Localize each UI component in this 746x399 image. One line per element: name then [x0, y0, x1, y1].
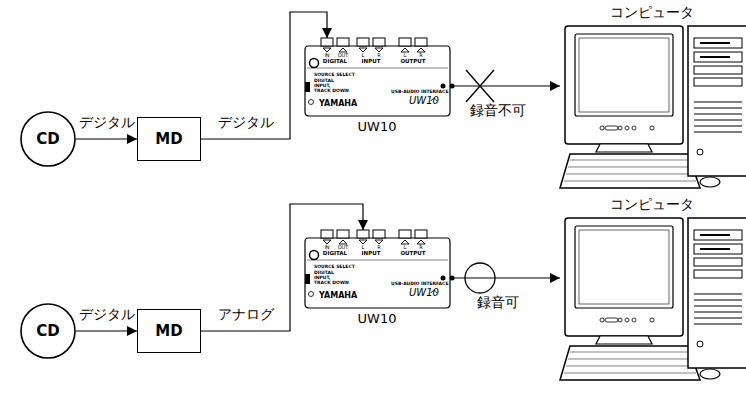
panel-label: UW10	[409, 96, 439, 106]
node-label: MD	[155, 324, 182, 339]
panel-label: OUT	[338, 245, 349, 250]
panel-label: TRACK DOWN	[314, 281, 349, 286]
node-heading: コンピュータ	[610, 5, 694, 19]
edge-label: アナログ	[216, 307, 276, 322]
audio-interface: UW10 IN OUT L R L R DIGITAL INPUT OUTPUT SOURCE SE…	[305, 38, 450, 116]
panel-label: YAMAHA	[319, 292, 357, 300]
signal-arrow	[450, 85, 560, 86]
computer-illustration	[560, 194, 746, 386]
panel-label: USB-AUDIO INTERFACE	[391, 90, 448, 95]
panel-label: R	[419, 53, 422, 58]
panel-label: L	[404, 53, 407, 58]
audio-interface: UW10 IN OUT L R L R DIGITAL INPUT OUTPUT SOURCE SE…	[305, 230, 450, 308]
computer-illustration	[560, 2, 746, 194]
panel-label: L	[404, 245, 407, 250]
edge-label: デジタル	[77, 307, 137, 322]
panel-label: UW10	[409, 288, 439, 298]
signal-arrow	[450, 277, 560, 278]
computer: コンピュータ	[560, 2, 746, 194]
panel-label: INPUT,	[314, 84, 331, 89]
panel-label: DIGITAL	[314, 271, 334, 276]
md-box: MD	[137, 309, 201, 353]
panel-label: DIGITAL	[323, 251, 347, 257]
panel-label: OUTPUT	[400, 59, 425, 65]
signal-arrow	[201, 204, 363, 331]
node-label: CD	[36, 324, 59, 339]
panel-label: TRACK DOWN	[314, 89, 349, 94]
edge-label: 録音可	[475, 295, 521, 310]
panel-label: OUTPUT	[400, 251, 425, 257]
panel-label: USB-AUDIO INTERFACE	[391, 282, 448, 287]
device-name: UW10	[358, 120, 397, 133]
panel-label: SOURCE SELECT	[314, 73, 355, 78]
edge-label: 録音不可	[468, 103, 528, 118]
device-name: UW10	[358, 312, 397, 325]
node-label: CD	[36, 132, 59, 147]
node-heading: コンピュータ	[610, 197, 694, 211]
panel-label: DIGITAL	[314, 79, 334, 84]
cd-circle: CD	[20, 111, 76, 167]
panel-label: L	[362, 53, 365, 58]
panel-label: R	[377, 53, 380, 58]
panel-label: R	[377, 245, 380, 250]
panel-label: INPUT	[362, 59, 381, 65]
panel-label: OUT	[338, 53, 349, 58]
panel-label: SOURCE SELECT	[314, 265, 355, 270]
edge-label: デジタル	[77, 115, 137, 130]
panel-label: YAMAHA	[319, 100, 357, 108]
panel-label: L	[362, 245, 365, 250]
panel-label: DIGITAL	[323, 59, 347, 65]
node-label: MD	[155, 132, 182, 147]
computer: コンピュータ	[560, 194, 746, 386]
signal-arrow	[76, 138, 137, 139]
panel-label: R	[419, 245, 422, 250]
panel-label: IN	[324, 53, 329, 58]
signal-arrow	[76, 330, 137, 331]
panel-label: INPUT,	[314, 276, 331, 281]
panel-label: IN	[324, 245, 329, 250]
cd-circle: CD	[20, 303, 76, 359]
edge-label: デジタル	[216, 115, 276, 130]
panel-label: INPUT	[362, 251, 381, 257]
md-box: MD	[137, 117, 201, 161]
